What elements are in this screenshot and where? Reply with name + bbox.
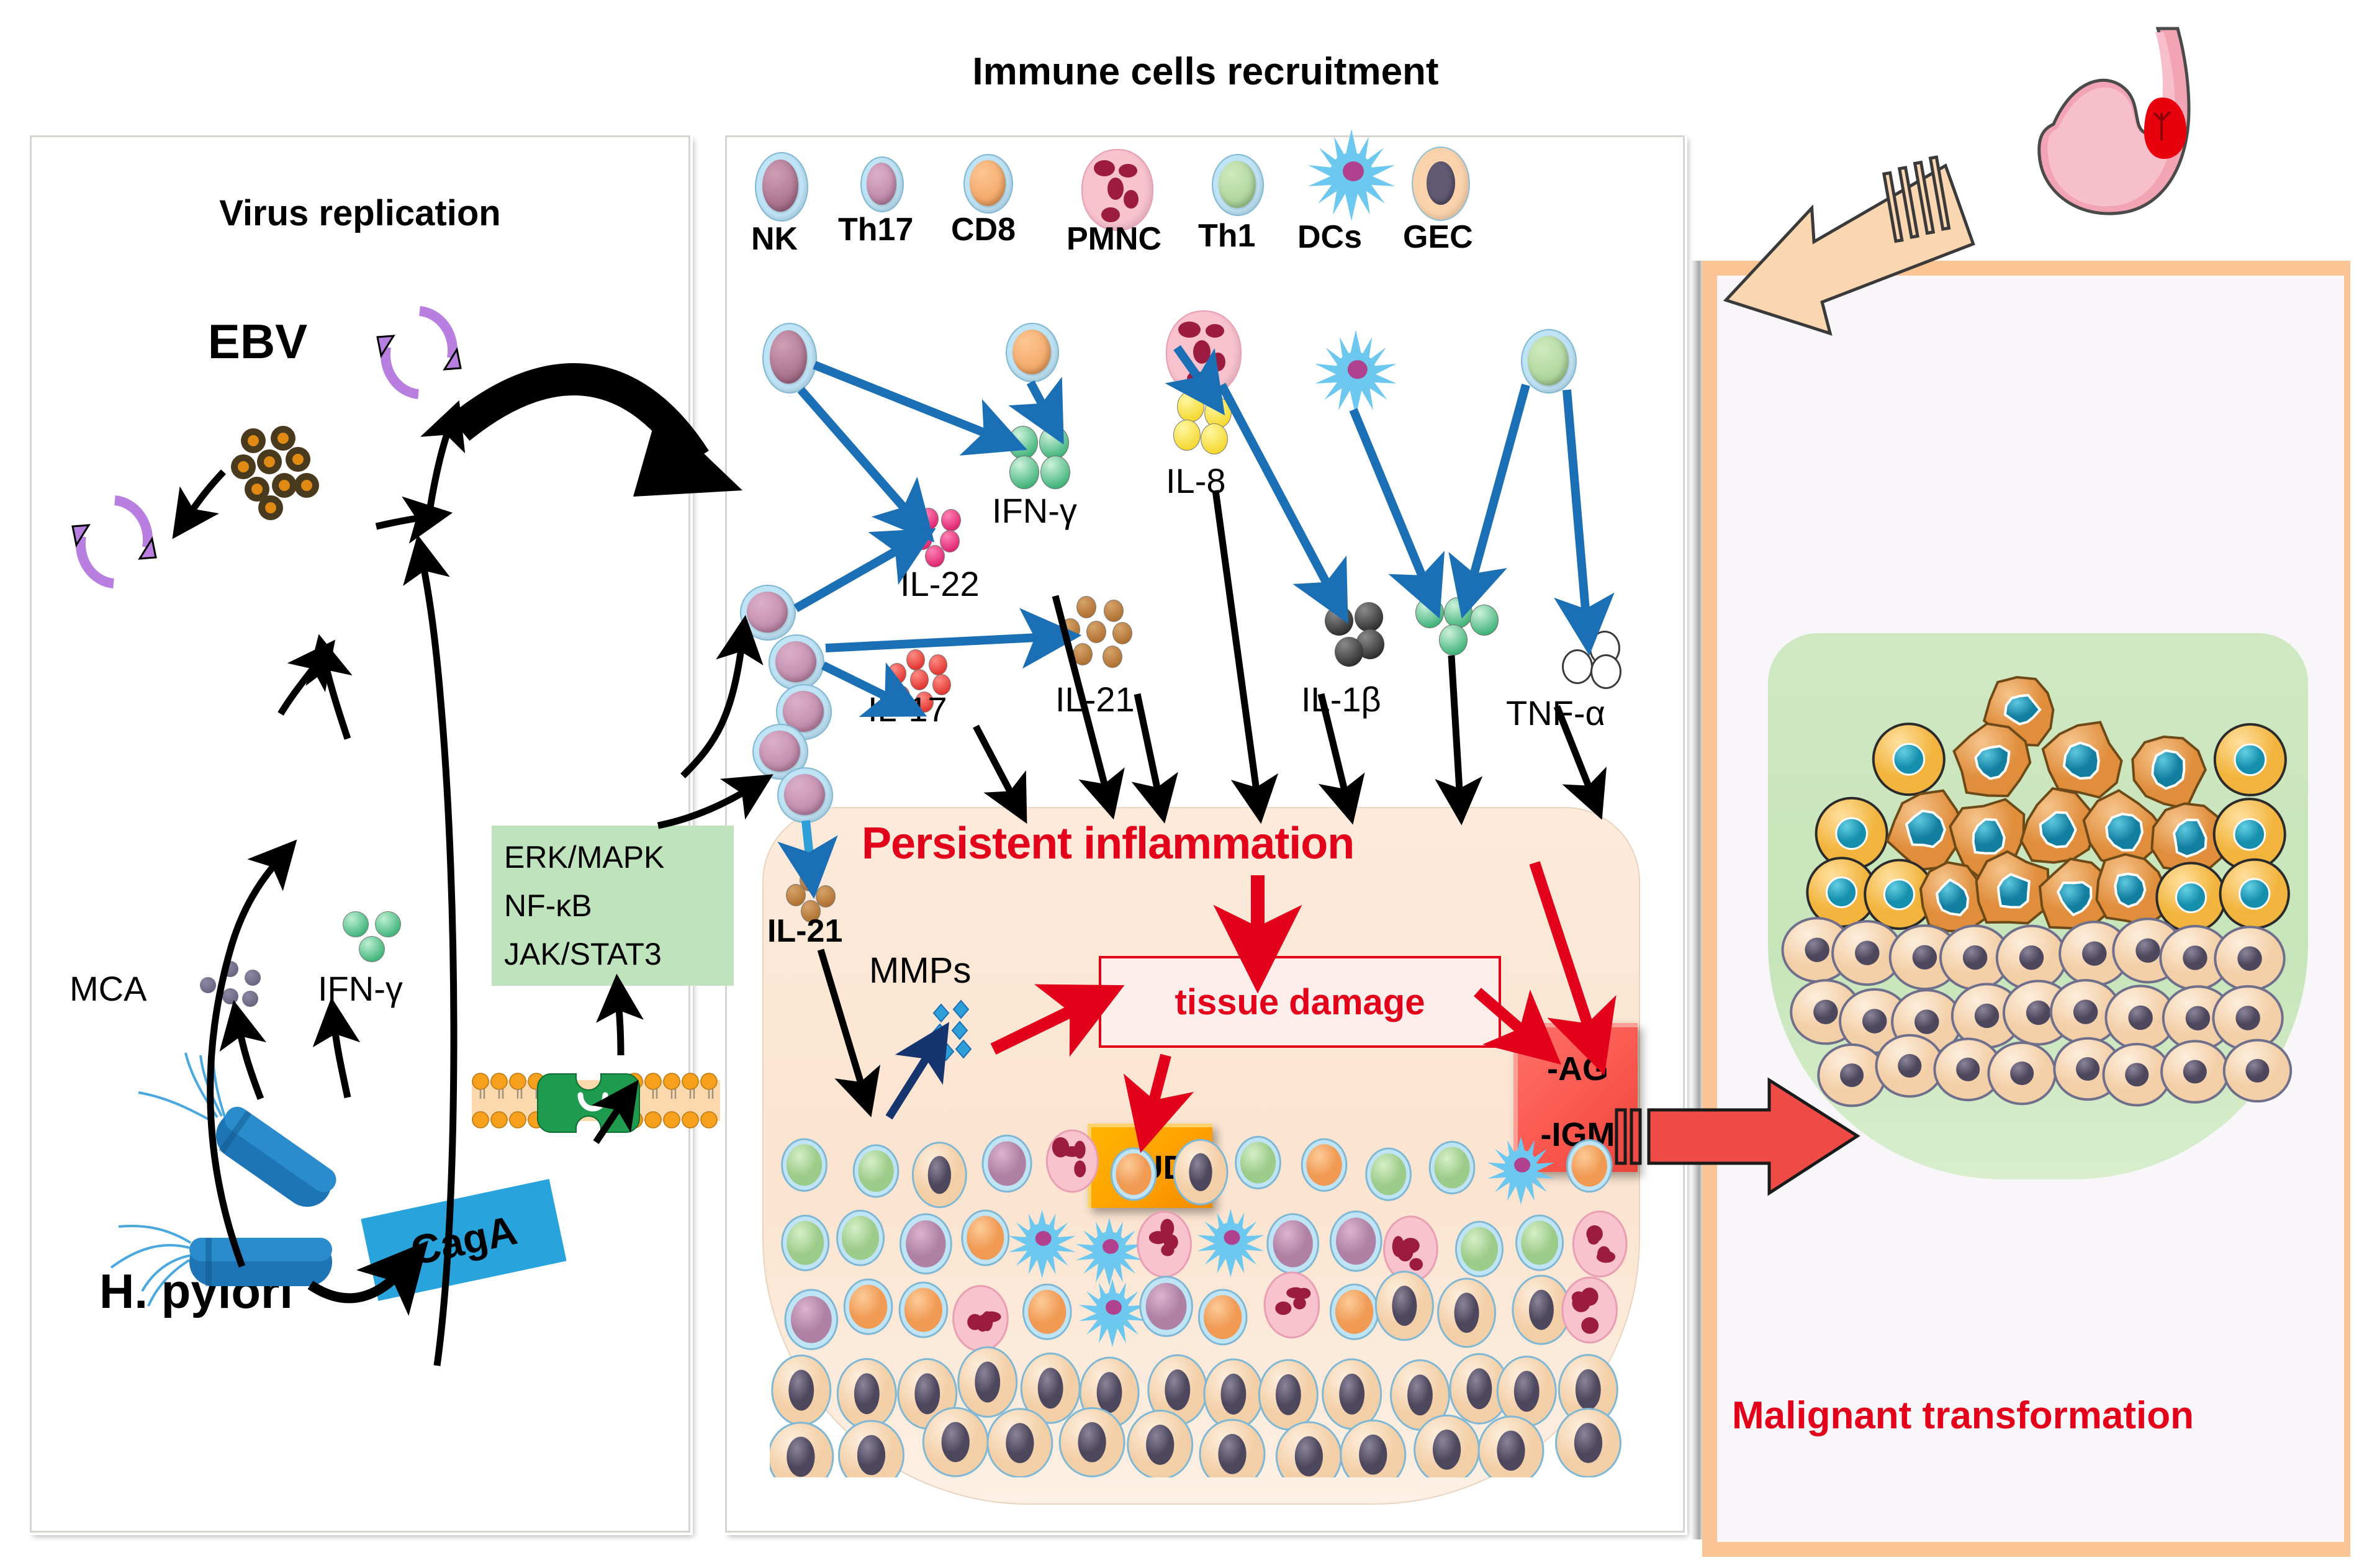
cd8-cell-icon-legend [963,154,1013,214]
legend-label-nk: NK [751,221,798,257]
gastric-epithelial-cell-icon-legend [1412,146,1470,221]
th1-cell-icon-source [1521,329,1577,394]
pathway-line-3: JAK/STAT3 [504,937,662,971]
cd8-cell-icon-source [1006,323,1059,382]
label-persistent-inflammation: Persistent inflammation [862,819,1355,868]
stomach-icon [1980,19,2272,261]
cytokine-label-il8: IL-8 [1166,461,1226,500]
legend-label-th17: Th17 [838,212,914,248]
tumor-cell-mass-icon [1780,633,2302,1155]
legend-label-dcs: DCs [1297,219,1363,255]
pathway-line-2: NF-κB [504,888,592,923]
page-title-immune-recruitment: Immune cells recruitment [972,50,1439,93]
mmp-molecule-icon [924,999,992,1083]
th1-cell-icon-legend [1212,154,1264,216]
ifn-gamma-dots-icon-left [343,911,417,968]
episome-circle-icon-left [62,490,168,596]
red-arrow-icon [1614,1055,1875,1226]
cytokine-label-il17: IL-17 [868,690,947,729]
th17-cell-icon-col-2 [769,634,824,690]
dendritic-cell-icon-legend [1305,122,1398,227]
dendritic-cell-icon-source [1309,323,1403,422]
cytokine-label-ifn-gamma: IFN-γ [992,491,1077,530]
caga-label-text: CagA [407,1206,521,1274]
virion-cluster-icon [228,421,334,529]
label-ifn-gamma-left: IFN-γ [318,969,403,1008]
label-ebv: EBV [207,314,308,369]
ifn-gamma-dots-icon [1008,426,1089,494]
th17-cell-icon-legend [860,156,904,212]
label-mca: MCA [70,969,147,1008]
cytokine-label-tnf-alpha: TNF-α [1506,693,1605,732]
membrane-receptor-icon [472,1063,720,1147]
episome-circle-icon-top [370,301,469,407]
caption-malignant-transformation: Malignant transformation [1732,1394,2194,1437]
mca-dots-icon [192,961,261,1011]
label-mmps: MMPs [869,950,972,991]
il22-dots-icon [913,508,981,570]
tnf-alpha-dots-icon [1562,631,1643,693]
nk-cell-icon-source [762,323,817,394]
il8-dots-icon [1173,391,1254,466]
th17-cell-icon-col-5 [777,767,833,823]
signaling-pathway-box: ERK/MAPK NF-κB JAK/STAT3 [492,826,734,986]
cytokine-label-il22: IL-22 [900,564,980,603]
legend-label-gec: GEC [1403,219,1473,255]
tnf-green-dots-icon [1415,597,1502,665]
pathway-line-1: ERK/MAPK [504,840,665,875]
mucosa-cell-infiltrate [770,1093,1633,1477]
page-title-virus-replication: Virus replication [219,193,501,233]
pmnc-cell-icon-source [1166,310,1242,396]
legend-label-pmnc: PMNC [1067,221,1162,257]
cytokine-label-il21: IL-21 [1055,680,1135,719]
beige-arrow-icon [1695,143,2018,394]
label-il21-inside-mucosa: IL-21 [767,913,843,949]
nk-cell-icon-legend [755,152,808,222]
il21-dots-icon [1059,596,1140,670]
il1beta-dots-icon [1321,602,1402,677]
legend-label-th1: Th1 [1198,218,1256,254]
tissue-damage-text: tissue damage [1175,981,1425,1022]
th17-cell-icon-col-1 [740,585,796,641]
cytokine-label-il1beta: IL-1β [1301,680,1381,719]
bacterium-icon-lower [96,1167,388,1344]
right-panel-shadow [1691,261,1702,1539]
legend-label-cd8: CD8 [951,212,1016,248]
tissue-damage-box: tissue damage [1099,956,1501,1048]
pmnc-cell-icon-legend [1081,149,1153,231]
